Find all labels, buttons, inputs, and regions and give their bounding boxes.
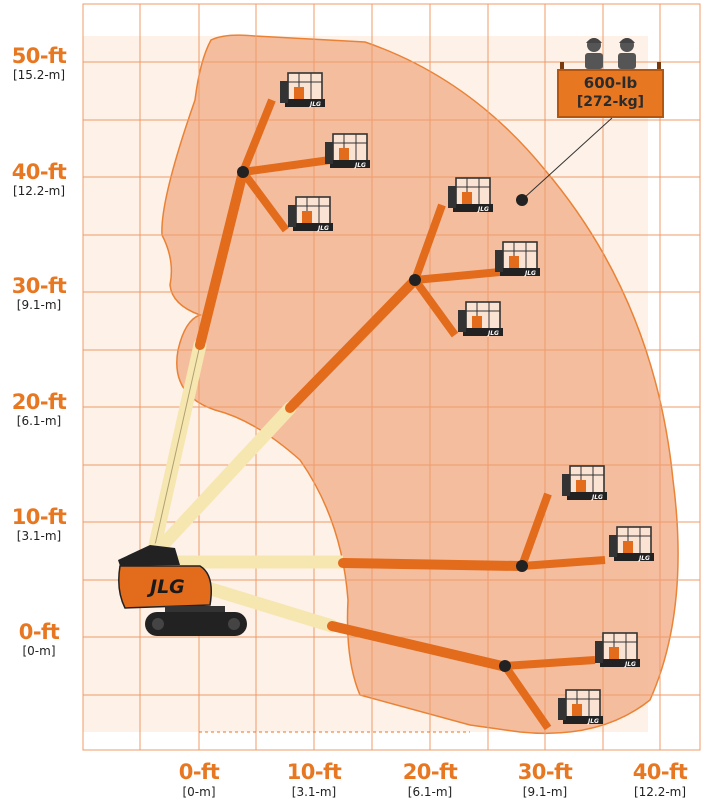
y-tick-label: 50-ft (11, 44, 67, 68)
x-tick-label: 10-ft (286, 760, 342, 784)
y-tick-label: 20-ft (11, 390, 67, 414)
brand-logo: JLG (150, 576, 185, 598)
x-tick-label: 0-ft (178, 760, 220, 784)
x-tick-sublabel: [6.1-m] (407, 785, 453, 799)
x-tick-sublabel: [9.1-m] (522, 785, 568, 799)
x-tick-label: 30-ft (517, 760, 573, 784)
boom-position-upper-mid (153, 203, 501, 555)
capacity-pointer-dot (516, 194, 528, 206)
capacity-leader-line (523, 117, 613, 199)
boom-position-horizontal (160, 492, 606, 572)
operator-icon (618, 38, 636, 69)
y-tick-sublabel: [6.1-m] (16, 414, 62, 428)
x-tick-sublabel: [3.1-m] (291, 785, 337, 799)
machine-chassis (118, 545, 247, 636)
y-tick-sublabel: [0-m] (22, 644, 56, 658)
y-tick-label: 30-ft (11, 274, 67, 298)
x-tick-sublabel: [12.2-m] (633, 785, 687, 799)
capacity-badge (557, 69, 664, 118)
y-tick-sublabel: [3.1-m] (16, 529, 62, 543)
y-tick-sublabel: [12.2-m] (12, 184, 66, 198)
x-tick-label: 20-ft (402, 760, 458, 784)
capacity-weight-kg: [272-kg] (576, 94, 645, 110)
capacity-weight-lb: 600-lb (583, 74, 638, 92)
y-tick-sublabel: [15.2-m] (12, 68, 66, 82)
y-tick-label: 0-ft (18, 620, 60, 644)
y-tick-sublabel: [9.1-m] (16, 298, 62, 312)
y-tick-label: 10-ft (11, 505, 67, 529)
x-tick-label: 40-ft (632, 760, 688, 784)
y-tick-label: 40-ft (11, 160, 67, 184)
operator-icon (585, 38, 603, 69)
x-tick-sublabel: [0-m] (182, 785, 216, 799)
boom-position-max-height (148, 98, 331, 552)
